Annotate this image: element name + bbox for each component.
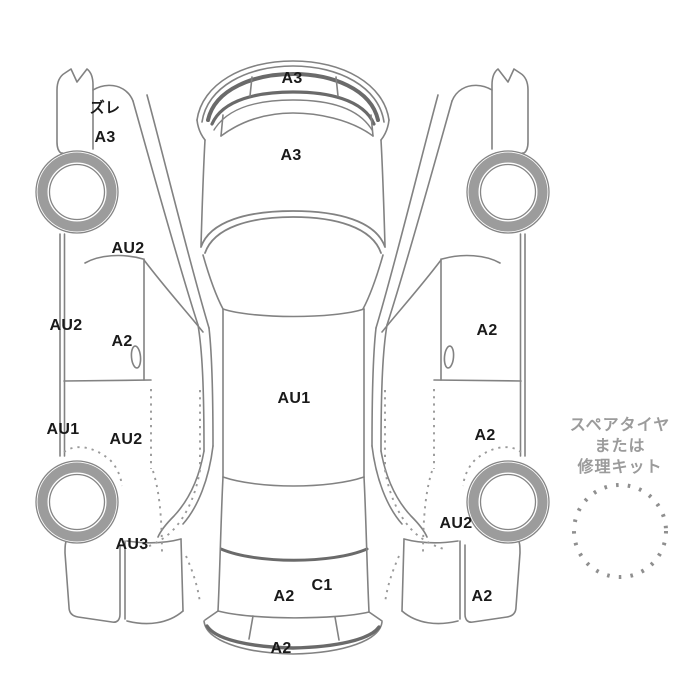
damage-label-right-front-door: A2 [476, 322, 498, 339]
damage-label-front-left-misalignment: ズレ [89, 99, 121, 117]
damage-label-left-quarter: AU3 [115, 536, 149, 553]
damage-label-trunk-left: A2 [273, 588, 295, 605]
top-front-bumper [196, 60, 390, 141]
damage-label-front-bumper: A3 [281, 70, 303, 87]
damage-label-left-sill-rear: AU1 [46, 421, 80, 438]
damage-label-left-sill-front: AU2 [49, 317, 83, 334]
top-rear-window [219, 476, 369, 562]
damage-label-left-front-door: A2 [111, 333, 133, 350]
damage-label-right-quarter: AU2 [439, 515, 473, 532]
damage-label-left-rear-door: AU2 [109, 431, 143, 448]
damage-label-roof: AU1 [277, 390, 311, 407]
top-view [196, 60, 390, 655]
spare-tire-note-line2: または [594, 438, 646, 455]
spare-tire-note: スペアタイヤ または 修理キット [570, 415, 670, 478]
damage-label-rear-bumper: A2 [270, 640, 292, 657]
spare-tire-note-line1: スペアタイヤ [569, 417, 671, 434]
damage-label-right-rear-door: A2 [474, 427, 496, 444]
spare-tire-note-line3: 修理キット [577, 459, 663, 476]
damage-label-right-rear-bumper: A2 [471, 588, 493, 605]
damage-label-trunk-right: C1 [311, 577, 333, 594]
right-side-view [372, 69, 549, 624]
top-hood [200, 112, 386, 247]
spare-tire-dotted-circle [572, 483, 668, 579]
damage-label-left-fender-rear: AU2 [111, 240, 145, 257]
top-roof [222, 308, 365, 478]
top-trunk [217, 476, 370, 613]
top-rear-bumper [203, 610, 383, 655]
damage-label-left-front-fender: A3 [94, 129, 116, 146]
damage-label-hood: A3 [280, 147, 302, 164]
top-windshield [200, 210, 386, 318]
